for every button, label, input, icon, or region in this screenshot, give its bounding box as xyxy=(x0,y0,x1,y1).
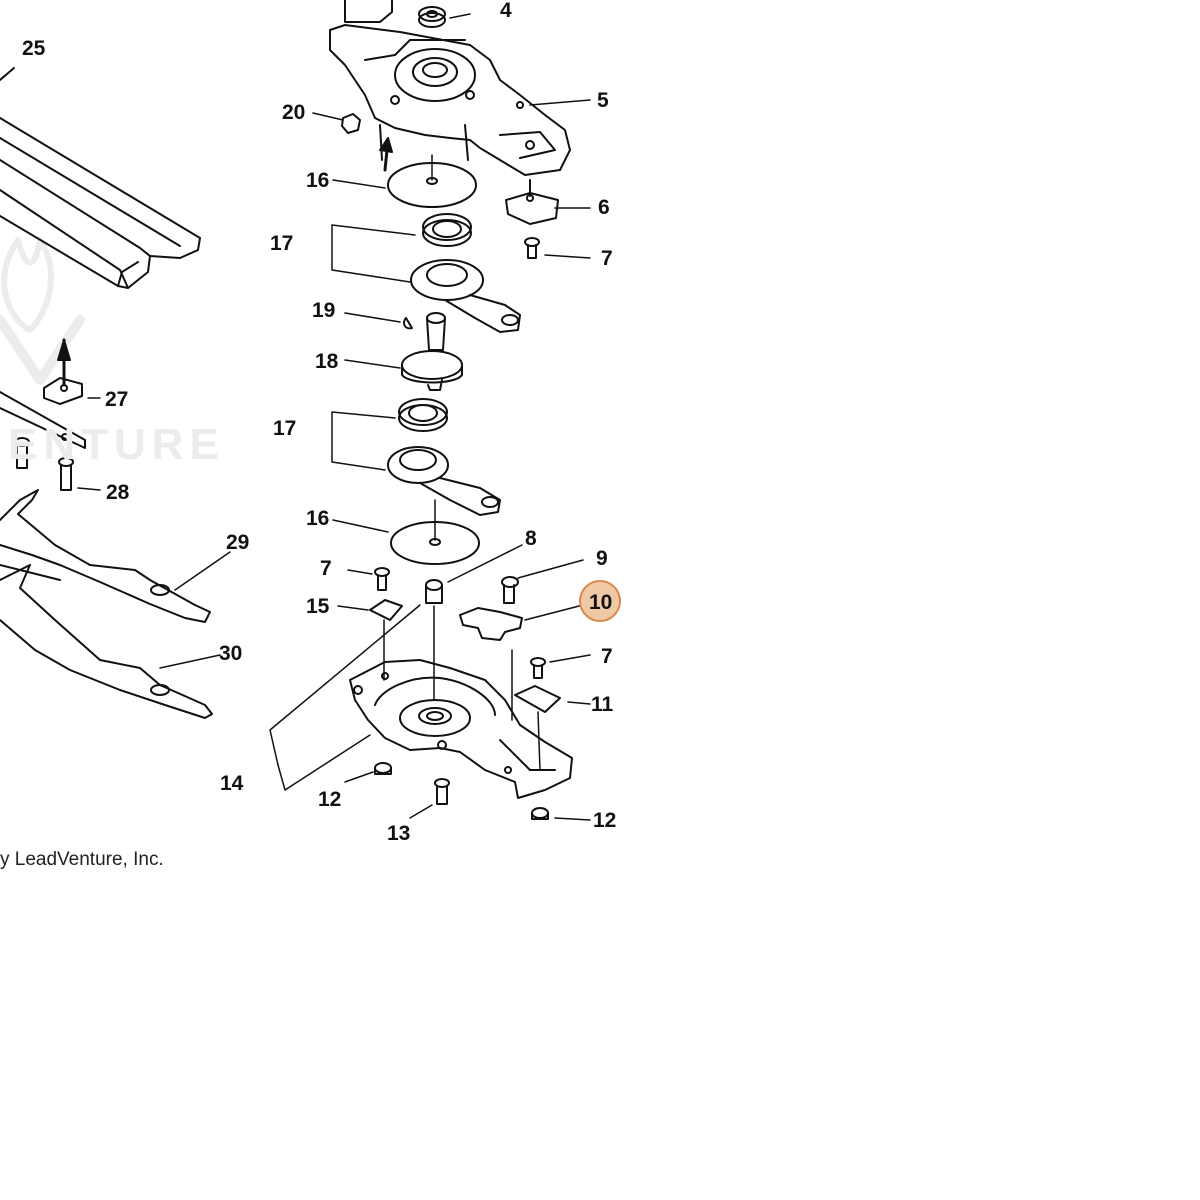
part-17-lower-assembly xyxy=(387,398,501,516)
part-15-plate xyxy=(369,599,403,621)
part-label-6[interactable]: 6 xyxy=(598,196,610,219)
part-label-29[interactable]: 29 xyxy=(226,531,250,554)
part-label-30[interactable]: 30 xyxy=(219,642,243,665)
copyright-text: y LeadVenture, Inc. xyxy=(0,849,164,870)
part-7-screw-c xyxy=(530,657,546,679)
part-27-bracket xyxy=(43,338,83,405)
part-29-upper-blade xyxy=(0,489,211,623)
top-bracket xyxy=(344,0,393,23)
part-19-woodruff-key xyxy=(403,317,413,330)
part-label-12-a[interactable]: 12 xyxy=(318,788,342,811)
part-12-nut-a xyxy=(374,762,392,775)
watermark-flame-icon xyxy=(1,237,54,333)
part-label-25[interactable]: 25 xyxy=(22,37,46,60)
part-label-28[interactable]: 28 xyxy=(106,481,130,504)
part-label-11[interactable]: 11 xyxy=(591,693,614,716)
part-label-4[interactable]: 4 xyxy=(500,0,512,22)
part-label-16-top[interactable]: 16 xyxy=(306,169,330,192)
part-label-8[interactable]: 8 xyxy=(525,527,537,550)
part-label-17-bottom[interactable]: 17 xyxy=(273,417,297,440)
part-label-19[interactable]: 19 xyxy=(312,299,336,322)
part-label-20[interactable]: 20 xyxy=(282,101,306,124)
part-label-5[interactable]: 5 xyxy=(597,89,609,112)
part-13-bolt xyxy=(434,778,450,805)
part-label-7-a[interactable]: 7 xyxy=(601,247,613,270)
part-label-18[interactable]: 18 xyxy=(315,350,339,373)
part-14-lower-housing xyxy=(349,659,573,799)
part-label-7-c[interactable]: 7 xyxy=(601,645,613,668)
part-20-key xyxy=(341,113,361,134)
part-label-13[interactable]: 13 xyxy=(387,822,411,845)
part-label-12-b[interactable]: 12 xyxy=(593,809,617,832)
highlight-ring xyxy=(579,580,621,622)
part-7-screw-a xyxy=(524,237,540,259)
part-7-screw-b xyxy=(374,567,390,591)
part-label-9[interactable]: 9 xyxy=(596,547,608,570)
part-label-7-b[interactable]: 7 xyxy=(320,557,332,580)
part-4-nut xyxy=(418,6,446,28)
part-label-10-highlighted[interactable]: 10 xyxy=(589,591,613,614)
part-label-15[interactable]: 15 xyxy=(306,595,330,618)
part-label-17-top[interactable]: 17 xyxy=(270,232,294,255)
part-8-bushing xyxy=(425,579,443,701)
part-label-14[interactable]: 14 xyxy=(220,772,244,795)
part-11-plate xyxy=(514,685,561,713)
part-label-16-bottom[interactable]: 16 xyxy=(306,507,330,530)
part-5-gear-housing xyxy=(329,24,571,176)
part-30-lower-blade xyxy=(0,564,213,719)
part-label-27[interactable]: 27 xyxy=(105,388,129,411)
leader-lines xyxy=(77,13,591,821)
part-6-bracket xyxy=(505,179,559,225)
part-9-bolt xyxy=(501,576,519,604)
watermark-v-icon xyxy=(0,315,85,385)
part-28-bar-and-screws xyxy=(0,391,86,491)
part-12-nut-b xyxy=(531,807,549,820)
part-17-upper-assembly xyxy=(410,213,521,333)
watermark-text: ENTURE xyxy=(8,420,225,469)
part-10-gasket xyxy=(459,607,523,641)
part-16-washer-top xyxy=(387,154,477,208)
part-16-washer-bottom xyxy=(390,499,480,565)
part-18-crankshaft xyxy=(401,312,463,391)
part-25-blade-bar xyxy=(0,67,201,289)
